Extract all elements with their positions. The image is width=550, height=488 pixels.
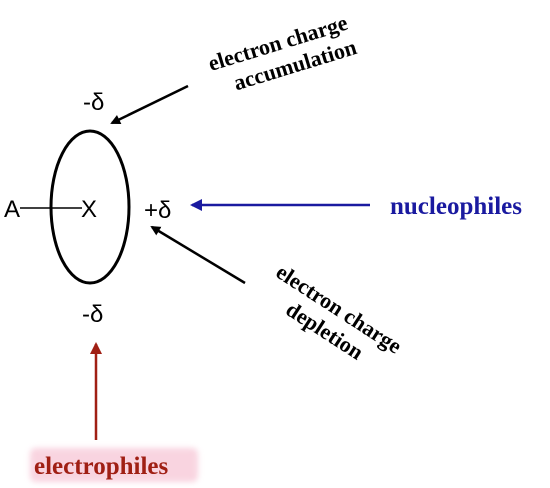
- atom-x: X: [81, 196, 97, 223]
- charge-top: -δ: [83, 89, 104, 116]
- atom-a: A: [4, 196, 20, 223]
- charge-right: +δ: [144, 197, 171, 224]
- nucleophiles-label: nucleophiles: [390, 193, 522, 220]
- electron-density-ellipse: [49, 129, 131, 285]
- depletion-arrow: [150, 225, 246, 285]
- electrophiles-label: electrophiles: [34, 453, 168, 480]
- electrophiles-label-glow: [30, 448, 198, 482]
- charge-bottom: -δ: [82, 301, 103, 328]
- accumulation-arrow: [110, 84, 189, 125]
